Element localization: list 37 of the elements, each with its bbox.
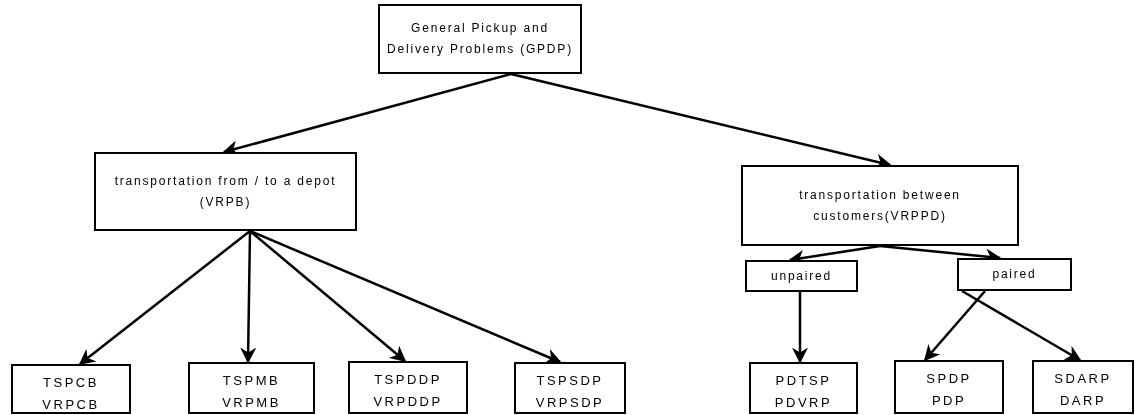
process-box — [188, 362, 315, 414]
box-label: PDTSP — [775, 372, 832, 390]
process-box — [894, 360, 1004, 414]
box-label: General Pickup and Delivery Problems (GPDP) — [386, 20, 574, 58]
process-box — [1032, 360, 1134, 414]
process-box — [348, 361, 468, 414]
box-label: transportation from / to a depot (VRPB) — [113, 172, 338, 211]
box-label: VRPMB — [222, 394, 281, 412]
box-label: TSPDDP — [374, 371, 442, 389]
box-label: TSPMB — [222, 372, 281, 390]
arrow — [923, 290, 986, 362]
arrow — [961, 289, 1082, 362]
process-box — [957, 258, 1072, 291]
process-box — [11, 364, 131, 414]
box-label: VRPCB — [42, 396, 100, 414]
arrow — [792, 292, 808, 364]
box-label: TSPSDP — [536, 372, 604, 390]
process-box — [745, 260, 858, 292]
arrow — [78, 230, 251, 365]
box-label: SPDP — [926, 370, 972, 388]
box-label: VRPDDP — [373, 393, 443, 411]
box-label: TSPCB — [43, 374, 99, 392]
box-label: paired — [992, 266, 1037, 283]
box-label: unpaired — [770, 267, 833, 285]
arrow — [240, 230, 257, 364]
process-box — [741, 165, 1019, 246]
box-label: DARP — [1059, 392, 1107, 410]
process-box — [514, 362, 626, 414]
arrow — [249, 230, 407, 363]
process-box — [378, 4, 582, 74]
box-label: PDP — [931, 392, 967, 410]
box-label: VRPSDP — [535, 394, 605, 412]
process-box — [749, 362, 858, 414]
process-box — [94, 152, 357, 231]
box-label: PDVRP — [774, 394, 833, 412]
box-label: transportation between customers(VRPPD) — [798, 186, 962, 225]
box-label: SDARP — [1054, 370, 1112, 388]
